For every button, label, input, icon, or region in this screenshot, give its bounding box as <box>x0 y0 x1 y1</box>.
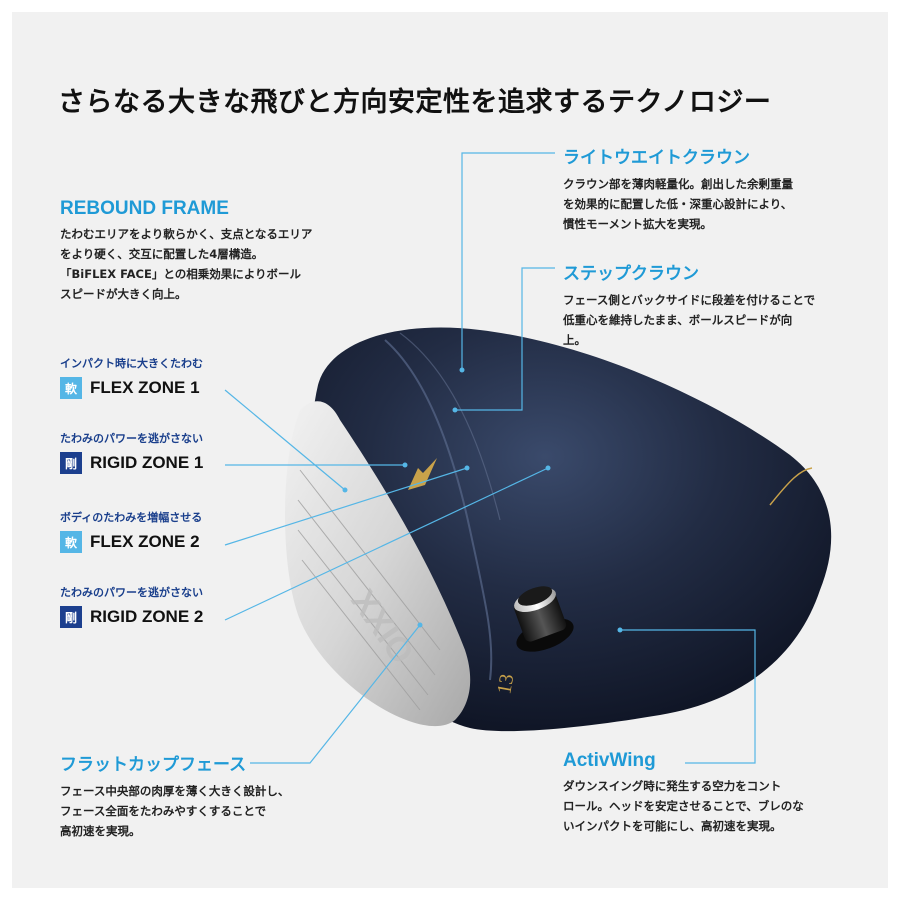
crown-step-line <box>384 339 493 681</box>
crown-script <box>769 467 813 506</box>
page-title: さらなる大きな飛びと方向安定性を追求するテクノロジー <box>58 87 772 118</box>
zone-name: RIGID ZONE 1 <box>90 453 204 472</box>
zone-subtitle: ボディのたわみを増幅させる <box>60 511 203 524</box>
rebound-frame-heading: REBOUND FRAME <box>60 198 229 219</box>
callout-line-activwing <box>620 629 756 764</box>
lightweight-crown-heading: ライトウエイトクラウン <box>563 148 750 168</box>
sole-logo: 13 <box>493 672 518 696</box>
step-crown-section: ステップクラウン フェース側とバックサイドに段差を付けることで 低重心を維持した… <box>563 259 815 350</box>
crown-gold-mark <box>408 458 437 490</box>
step-crown-heading: ステップクラウン <box>563 264 699 284</box>
zone-subtitle: インパクト時に大きくたわむ <box>60 357 203 370</box>
club-face <box>285 401 471 727</box>
activwing-description: ダウンスイング時に発生する空力をコント ロール。ヘッドを安定させることで、ブレの… <box>563 779 804 833</box>
callout-line-flex-zone-2 <box>224 467 468 546</box>
zone-subtitle: たわみのパワーを逃がさない <box>60 586 203 599</box>
flat-cup-face-heading: フラットカップフェース <box>60 755 247 775</box>
lightweight-crown-description: クラウン部を薄肉軽量化。創出した余剰重量 を効果的に配置した低・深重心設計により… <box>563 177 793 231</box>
activwing-heading: ActivWing <box>563 750 656 771</box>
rebound-frame-description: たわむエリアをより軟らかく、支点となるエリア をより硬く、交互に配置した4層構造… <box>60 227 313 301</box>
activwing-section: ActivWing ダウンスイング時に発生する空力をコント ロール。ヘッドを安定… <box>563 750 804 836</box>
zone-rigid-1: たわみのパワーを逃がさない 剛 RIGID ZONE 1 <box>60 430 203 474</box>
rebound-frame-section: REBOUND FRAME たわむエリアをより軟らかく、支点となるエリア をより… <box>60 198 312 304</box>
callout-line-rigid-zone-2 <box>224 467 549 621</box>
callout-line-step-crown <box>455 267 555 411</box>
flat-cup-face-section: フラットカップフェース フェース中央部の肉厚を薄く大きく設計し、 フェース全面を… <box>60 750 289 841</box>
callout-line-lightweight-crown <box>461 152 555 370</box>
callout-line-flex-zone-1 <box>224 389 346 491</box>
zone-flex-1: インパクト時に大きくたわむ 軟 FLEX ZONE 1 <box>60 355 203 399</box>
rigid-badge: 剛 <box>60 452 82 474</box>
zone-name: FLEX ZONE 1 <box>90 378 200 397</box>
soft-badge: 軟 <box>60 377 82 399</box>
lightweight-crown-section: ライトウエイトクラウン クラウン部を薄肉軽量化。創出した余剰重量 を効果的に配置… <box>563 143 793 234</box>
zone-name: FLEX ZONE 2 <box>90 532 200 551</box>
zone-rigid-2: たわみのパワーを逃がさない 剛 RIGID ZONE 2 <box>60 584 203 628</box>
step-crown-description: フェース側とバックサイドに段差を付けることで 低重心を維持したまま、ボールスピー… <box>563 293 816 347</box>
hosel-top <box>517 586 553 606</box>
zone-flex-2: ボディのたわみを増幅させる 軟 FLEX ZONE 2 <box>60 509 202 553</box>
soft-badge: 軟 <box>60 531 82 553</box>
zone-name: RIGID ZONE 2 <box>90 607 204 626</box>
rigid-badge: 剛 <box>60 606 82 628</box>
zone-subtitle: たわみのパワーを逃がさない <box>60 432 203 445</box>
callout-line-flat-cup <box>250 624 421 764</box>
flat-cup-face-description: フェース中央部の肉厚を薄く大きく設計し、 フェース全面をたわみやすくすることで … <box>60 784 290 838</box>
